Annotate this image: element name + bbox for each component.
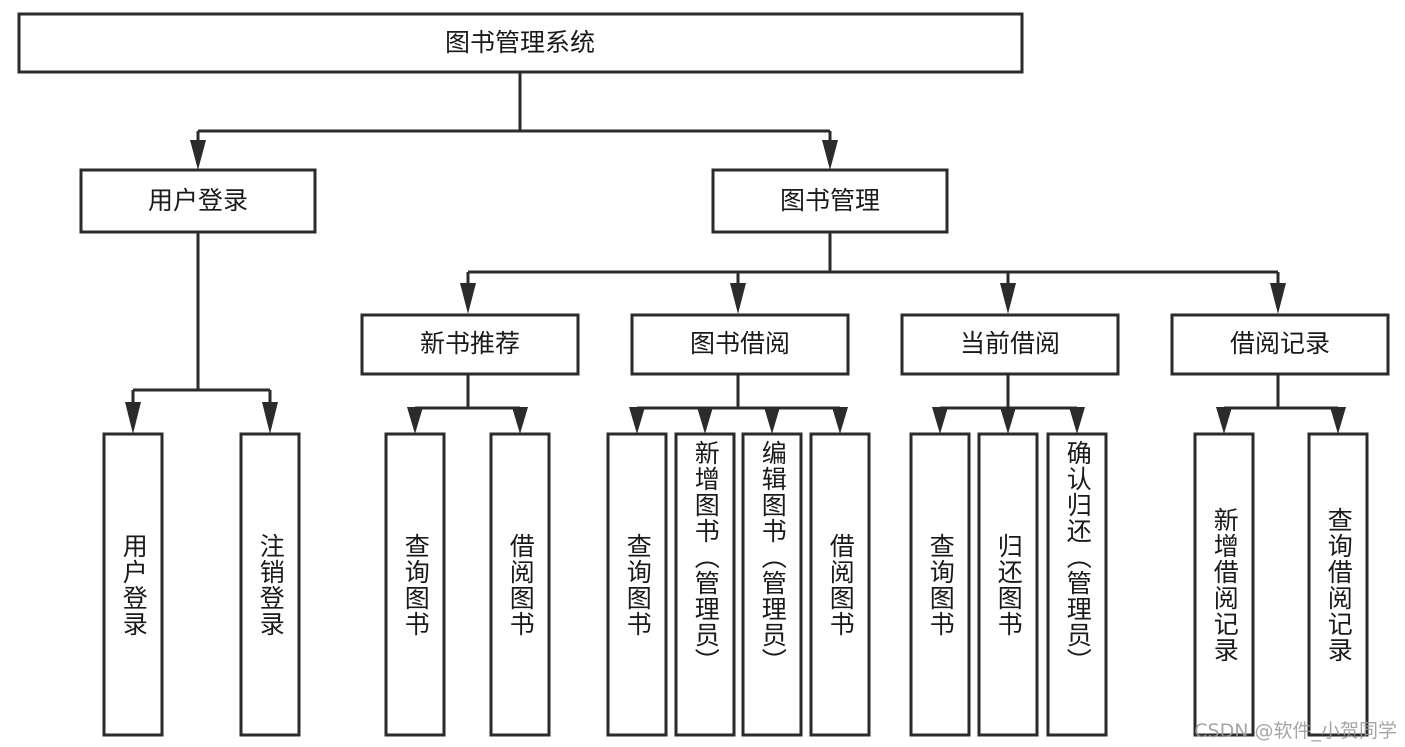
connectors-group: [125, 72, 1346, 434]
node-new-book-recommend-label: 新书推荐: [420, 329, 520, 358]
leaf-box-borrow-record-2[interactable]: [1307, 432, 1369, 737]
nodes-group: 图书管理系统 用户登录 图书管理 新书推荐 图书借阅 当前借阅 借阅记录: [17, 12, 1390, 737]
leaf-box-current-borrow-2[interactable]: [977, 432, 1039, 737]
node-current-borrow-box[interactable]: [900, 313, 1120, 376]
node-user-login-label: 用户登录: [148, 186, 248, 215]
leaf-box-book-borrow-2[interactable]: [674, 432, 736, 737]
node-current-borrow-label: 当前借阅: [960, 329, 1060, 358]
node-book-mgmt-label: 图书管理: [780, 186, 880, 215]
node-book-borrow-label: 图书借阅: [690, 329, 790, 358]
arrow-head-leaf-book-borrow-3: [764, 407, 780, 434]
arrow-head-book-mgmt: [822, 140, 838, 170]
arrow-head-leaf-book-borrow-4: [832, 407, 848, 434]
node-book-borrow-box[interactable]: [630, 313, 850, 376]
leaf-box-current-borrow-1[interactable]: [909, 432, 971, 737]
leaf-box-book-borrow-3[interactable]: [741, 432, 803, 737]
arrow-head-leaf-borrow-record-1: [1216, 407, 1232, 434]
leaf-box-user-login-1[interactable]: [102, 432, 164, 737]
arrow-head-current-borrow: [1000, 283, 1016, 314]
leaf-box-new-book-1[interactable]: [384, 432, 446, 737]
arrow-head-leaf-current-borrow-1: [932, 407, 948, 434]
node-book-mgmt-box[interactable]: [711, 168, 949, 234]
leaf-box-current-borrow-3[interactable]: [1046, 432, 1108, 737]
leaf-box-book-borrow-1[interactable]: [606, 432, 668, 737]
node-user-login-box[interactable]: [79, 168, 317, 234]
arrow-head-leaf-user-login-2: [262, 402, 278, 434]
node-new-book-recommend-box[interactable]: [360, 313, 580, 376]
arrow-head-borrow-record: [1270, 283, 1286, 314]
leaf-box-new-book-2[interactable]: [489, 432, 551, 737]
node-borrow-record-box[interactable]: [1170, 313, 1390, 376]
leaf-box-book-borrow-4[interactable]: [809, 432, 871, 737]
arrow-head-book-borrow: [730, 283, 746, 314]
arrow-head-leaf-book-borrow-2: [697, 407, 713, 434]
arrow-head-leaf-new-book-2: [512, 407, 528, 434]
arrow-head-leaf-current-borrow-3: [1069, 407, 1085, 434]
arrow-head-leaf-borrow-record-2: [1330, 407, 1346, 434]
leaf-box-user-login-2[interactable]: [239, 432, 301, 737]
arrow-head-leaf-book-borrow-1: [629, 407, 645, 434]
arrow-head-user-login: [190, 140, 206, 170]
node-borrow-record-label: 借阅记录: [1230, 329, 1330, 358]
arrow-head-leaf-new-book-1: [407, 407, 423, 434]
arrow-head-new-book-recommend: [460, 283, 476, 314]
arrow-head-leaf-current-borrow-2: [1000, 407, 1016, 434]
node-root-box[interactable]: [17, 12, 1024, 74]
node-root-label: 图书管理系统: [445, 28, 595, 57]
leaf-box-borrow-record-1[interactable]: [1193, 432, 1255, 737]
arrow-head-leaf-user-login-1: [125, 402, 141, 434]
